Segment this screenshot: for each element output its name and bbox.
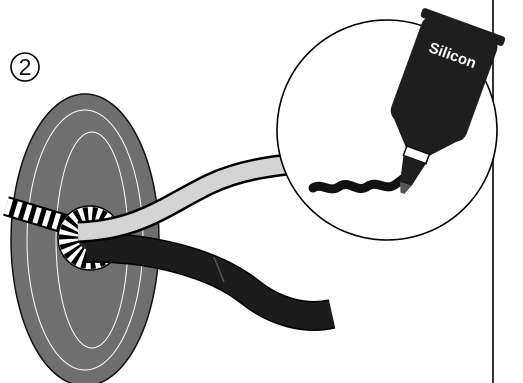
tube-neck: [402, 145, 431, 165]
step-number: 2: [19, 54, 32, 80]
step-badge: 2: [10, 52, 40, 82]
striped-wire: [3, 196, 75, 236]
striped-wire-stripes: [3, 198, 75, 234]
tube-shoulder: [392, 115, 461, 157]
step-badge-circle: [10, 52, 40, 82]
light-cable-body: [77, 153, 311, 241]
dark-cable-joint: [213, 256, 225, 283]
detail-magnifier: Silicon: [276, 8, 506, 241]
silicon-tube: Silicon: [390, 8, 506, 195]
dark-cable: [85, 232, 336, 331]
silicone-bead: [308, 173, 409, 194]
tube-body: [390, 15, 498, 142]
tube-nozzle: [400, 155, 426, 187]
tube-nozzle-tip: [400, 181, 412, 195]
dark-cable-body: [85, 234, 335, 330]
light-cable: [77, 151, 312, 243]
tube-crimp: [420, 8, 506, 46]
